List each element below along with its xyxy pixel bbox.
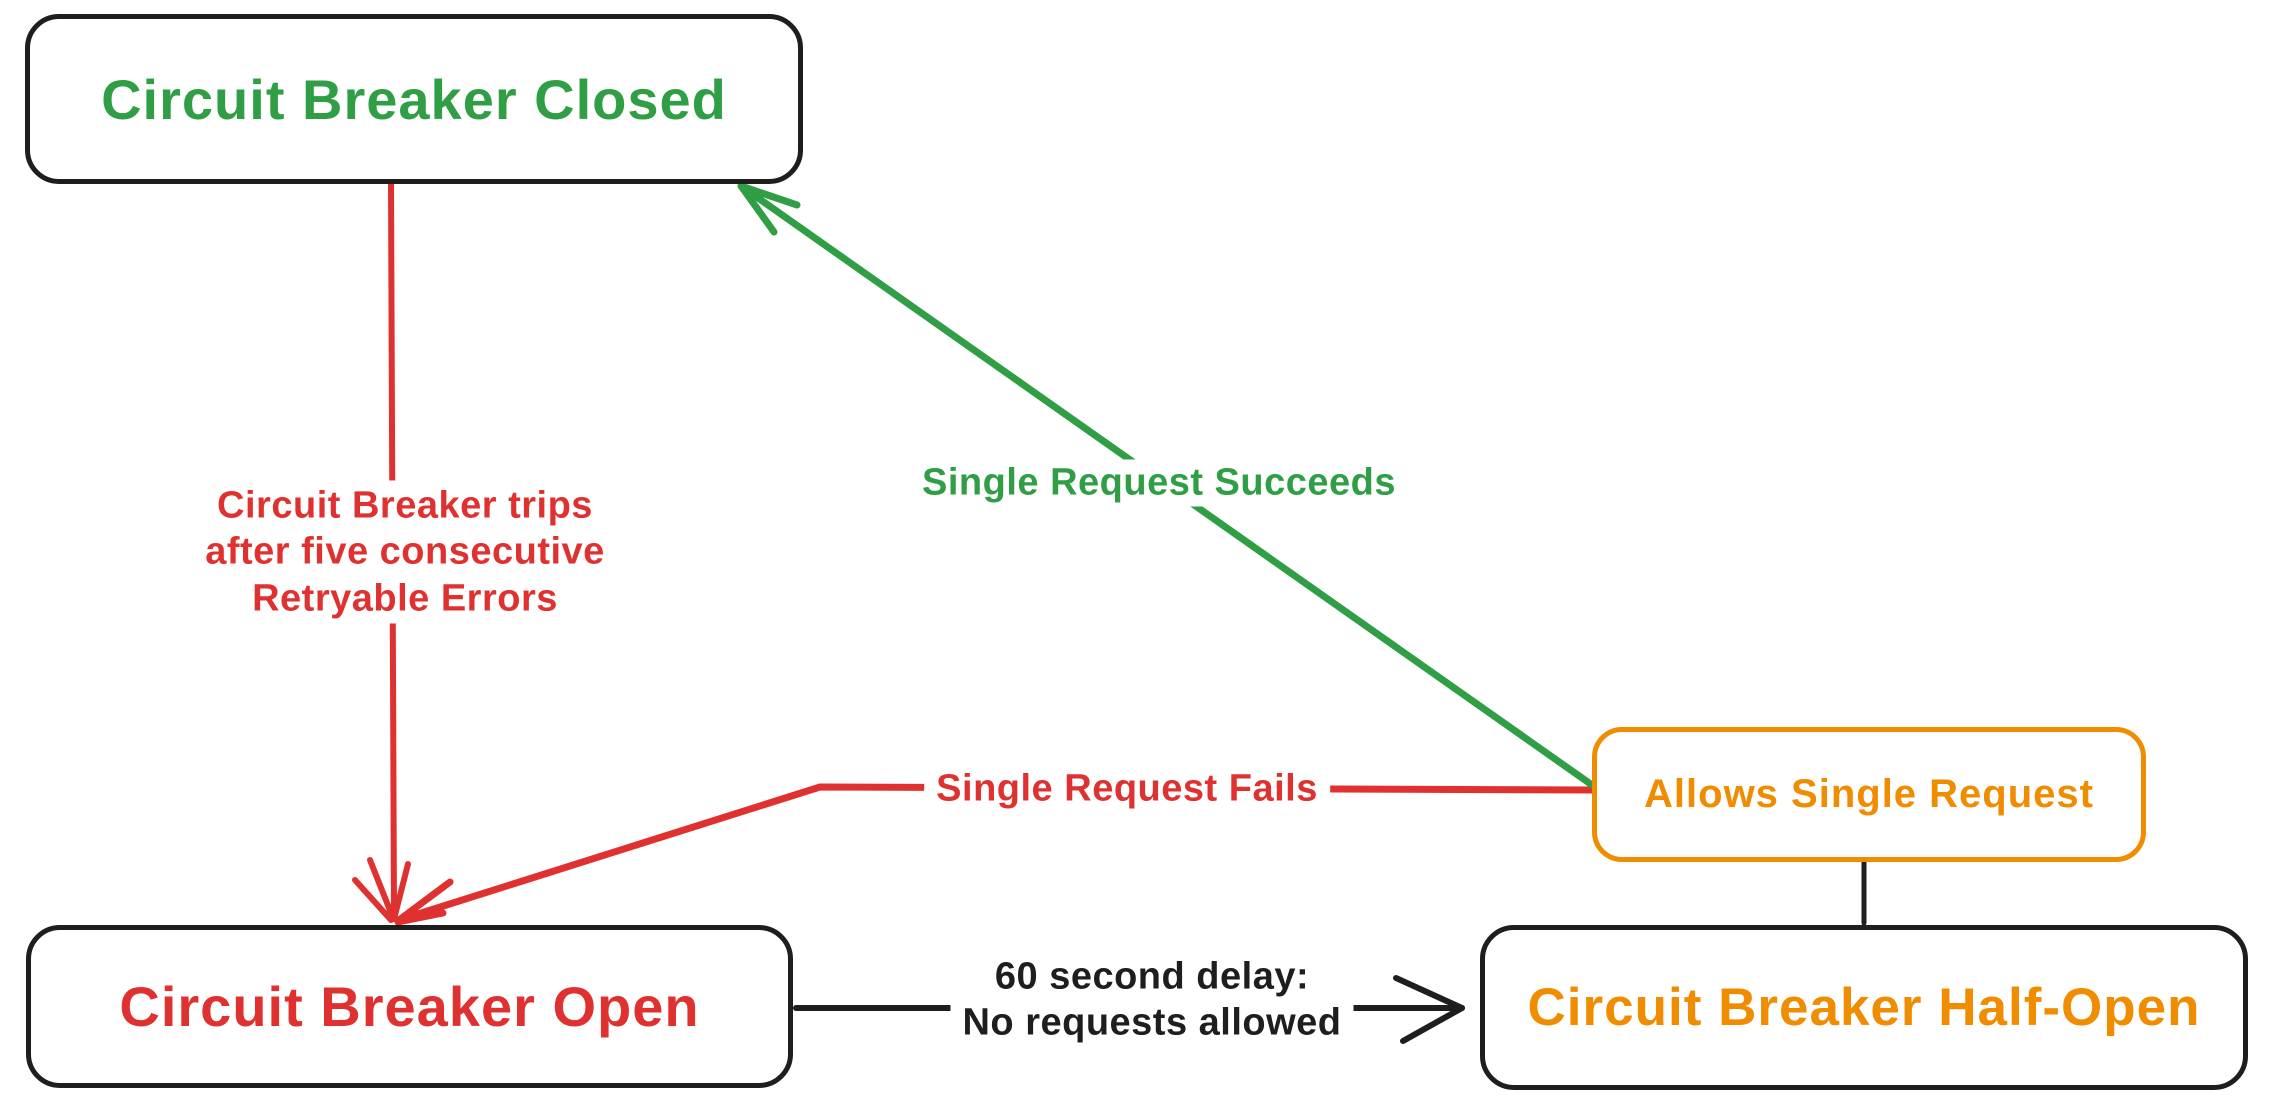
edge-label-delay-line1: 60 second delay: bbox=[994, 955, 1310, 998]
edge-fails-arrowhead-icon bbox=[394, 878, 454, 926]
edge-label-fails: Single Request Fails bbox=[924, 765, 1330, 813]
edge-delay-arrowhead-icon bbox=[1393, 975, 1465, 1044]
edge-fails-line bbox=[395, 783, 1596, 924]
allows-single-request-label: Allows Single Request bbox=[1644, 772, 2094, 816]
edge-trip-arrowhead-icon bbox=[352, 857, 411, 923]
state-half-open-label: Circuit Breaker Half-Open bbox=[1527, 978, 2201, 1037]
edge-label-trip: Circuit Breaker trips after five consecu… bbox=[193, 480, 617, 624]
edge-label-delay: 60 second delay: No requests allowed bbox=[950, 952, 1354, 1048]
edge-label-delay-line2: No requests allowed bbox=[962, 1001, 1342, 1043]
allows-single-request-box: Allows Single Request bbox=[1592, 727, 2146, 862]
edge-label-trip-line2: after five consecutive bbox=[205, 530, 605, 573]
edge-label-succeeds: Single Request Succeeds bbox=[910, 459, 1408, 507]
state-half-open-box: Circuit Breaker Half-Open bbox=[1480, 925, 2248, 1090]
state-open-label: Circuit Breaker Open bbox=[119, 975, 700, 1038]
edge-label-trip-line1: Circuit Breaker trips bbox=[217, 484, 593, 527]
state-closed-box: Circuit Breaker Closed bbox=[25, 14, 803, 184]
edge-label-trip-line3: Retryable Errors bbox=[252, 577, 558, 620]
edge-succeeds-arrowhead-icon bbox=[737, 182, 801, 236]
state-open-box: Circuit Breaker Open bbox=[26, 925, 793, 1088]
state-closed-label: Circuit Breaker Closed bbox=[101, 67, 727, 131]
